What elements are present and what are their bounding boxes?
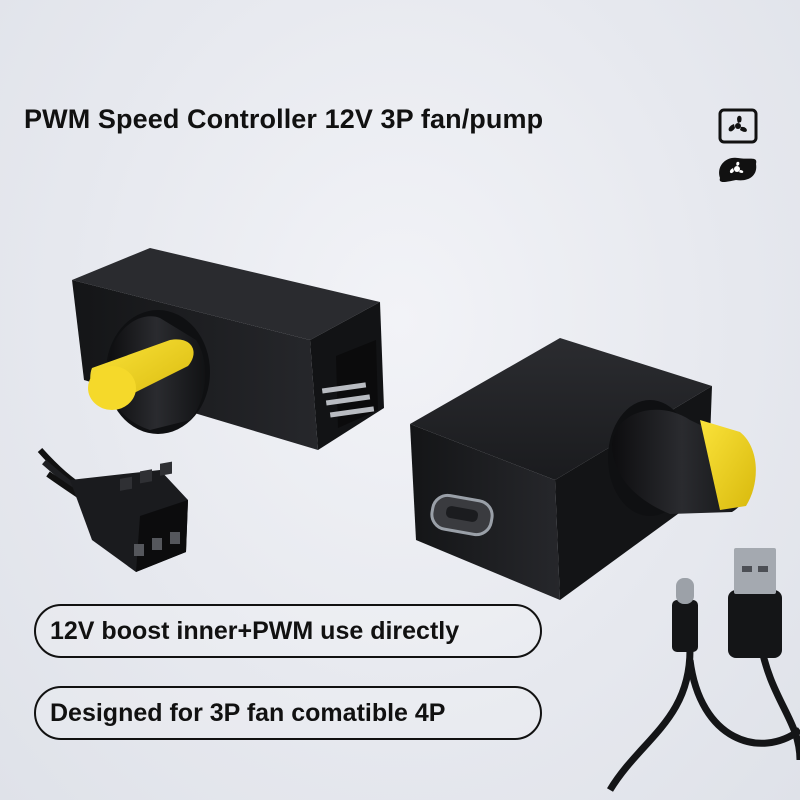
- speed-knob: [88, 310, 210, 434]
- fan-swirl-icon: [719, 157, 757, 182]
- feature-text: 12V boost inner+PWM use directly: [50, 616, 460, 645]
- usb-cable: [606, 548, 800, 792]
- feature-pill-boost: 12V boost inner+PWM use directly: [34, 604, 542, 658]
- page-title: PWM Speed Controller 12V 3P fan/pump: [24, 104, 544, 134]
- controller-left: [72, 248, 384, 450]
- controller-right: [410, 338, 756, 600]
- pin-header: [321, 340, 378, 428]
- feature-pill-compatibility: Designed for 3P fan comatible 4P: [34, 686, 542, 740]
- fan-connector-cable: [37, 447, 188, 572]
- fan-square-icon: [718, 108, 758, 144]
- speed-knob-right: [608, 400, 756, 516]
- usb-c-port: [430, 493, 494, 537]
- feature-text: Designed for 3P fan comatible 4P: [50, 698, 446, 727]
